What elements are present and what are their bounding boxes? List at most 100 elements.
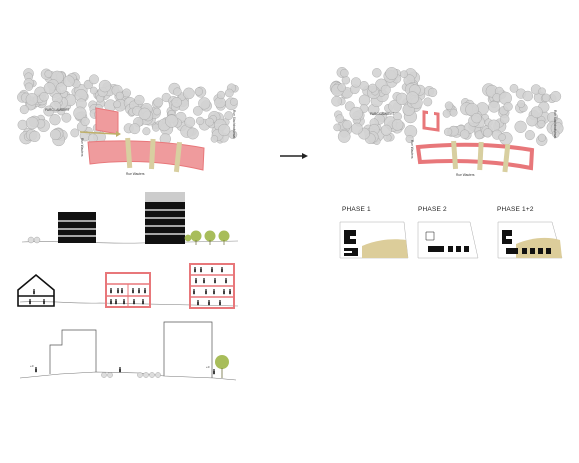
person-icon — [223, 289, 225, 295]
person-icon — [200, 267, 202, 273]
tree-icon — [380, 84, 391, 95]
section-elevation-2 — [17, 263, 239, 309]
ring-block-red — [415, 142, 535, 171]
tree-icon — [471, 112, 482, 124]
phase-2-diagram — [417, 221, 479, 259]
tree-icon — [25, 116, 39, 130]
tree-icon — [70, 128, 80, 138]
housing-block-red-2 — [189, 263, 235, 309]
park-label-right: PARC LAMBERT — [370, 112, 395, 116]
person-icon — [138, 288, 140, 294]
tree-icon — [205, 117, 214, 127]
tree-icon — [113, 100, 121, 109]
tree-icon — [183, 87, 195, 100]
housing-block-red-1 — [105, 272, 151, 308]
tree-icon — [423, 97, 433, 107]
person-icon — [110, 288, 112, 294]
tree-icon — [55, 82, 67, 94]
footpath-link — [125, 137, 133, 169]
footpath-link — [451, 140, 459, 170]
tree-icon — [224, 111, 234, 120]
tree-icon — [24, 82, 33, 91]
shrub — [143, 372, 149, 378]
tree-icon — [335, 114, 345, 123]
tree-icon — [517, 100, 526, 108]
tree-icon — [218, 123, 231, 137]
tree-icon — [337, 130, 351, 143]
tree-icon — [395, 92, 408, 105]
right-arrow-icon — [280, 153, 308, 159]
person-icon — [213, 369, 215, 375]
tree-icon — [196, 116, 205, 125]
phase-1-diagram — [339, 221, 409, 259]
ground-line — [19, 371, 237, 381]
black-block — [464, 246, 469, 252]
person-icon — [123, 299, 125, 305]
tree-icon — [80, 117, 90, 126]
existing-block-red — [95, 107, 119, 135]
phase-label-3: PHASE 1+2 — [497, 206, 534, 213]
sand-block — [516, 237, 562, 258]
tree-icon — [498, 133, 506, 141]
park-label-left: PARC LAMBERT — [45, 108, 70, 112]
tree-icon — [225, 88, 234, 98]
tree-icon — [385, 67, 399, 80]
tree-icon — [400, 70, 408, 78]
tree-icon — [444, 127, 453, 136]
black-block — [425, 231, 435, 241]
tree-icon — [405, 135, 414, 143]
tree-icon — [444, 101, 454, 110]
tree-icon — [428, 87, 438, 97]
tree-icon — [537, 119, 546, 128]
person-icon — [115, 299, 117, 305]
phase-1-2-diagram — [497, 221, 563, 259]
tree-icon — [193, 106, 203, 116]
person-icon — [203, 278, 205, 284]
section-elevation-1 — [21, 192, 239, 245]
street-label-bottom-left: Rue Wauters — [126, 172, 145, 176]
person-icon — [208, 300, 210, 306]
person-icon — [205, 289, 207, 295]
tree-icon — [349, 106, 363, 121]
street-label-right-right: Rue Stachkwitstraat — [553, 110, 557, 139]
building-dark-right — [145, 202, 185, 244]
tree-icon — [194, 87, 203, 96]
tree-icon — [153, 97, 164, 108]
person-icon — [144, 288, 146, 294]
tree-icon — [331, 95, 342, 107]
tree-icon — [89, 86, 98, 95]
tree-icon — [198, 97, 211, 110]
tree-icon — [530, 106, 543, 119]
tree-icon — [406, 91, 419, 105]
shrub — [155, 372, 161, 378]
tree-icon — [216, 90, 226, 100]
person-icon — [142, 299, 144, 305]
tree-icon — [50, 129, 61, 140]
tree-icon — [380, 124, 392, 136]
people-figures — [29, 267, 231, 306]
tree-icon — [173, 87, 182, 96]
tree-icon — [509, 84, 519, 93]
tree-icon — [186, 127, 199, 140]
black-block — [448, 246, 453, 252]
street-label-right-left: Rue Stachkwitstraat — [232, 110, 236, 139]
shrub — [101, 372, 107, 378]
phase-label-1: PHASE 1 — [342, 206, 371, 213]
tree-icon — [61, 112, 72, 123]
tree-icon — [165, 114, 179, 128]
person-icon — [221, 267, 223, 273]
tree-icon — [29, 130, 41, 142]
street-label-side-right: Rue Wauters — [410, 140, 414, 159]
shrub — [27, 236, 35, 244]
sand-block — [362, 239, 408, 258]
phase-label-2: PHASE 2 — [418, 206, 447, 213]
black-block — [456, 246, 461, 252]
person-icon — [229, 289, 231, 295]
tree-icon — [460, 129, 470, 139]
tree-icon — [524, 130, 535, 141]
tree-icon — [228, 130, 238, 139]
tree-icon — [449, 108, 458, 117]
black-block — [506, 248, 518, 254]
tree-icon — [342, 119, 352, 130]
tree-icon — [171, 97, 182, 108]
